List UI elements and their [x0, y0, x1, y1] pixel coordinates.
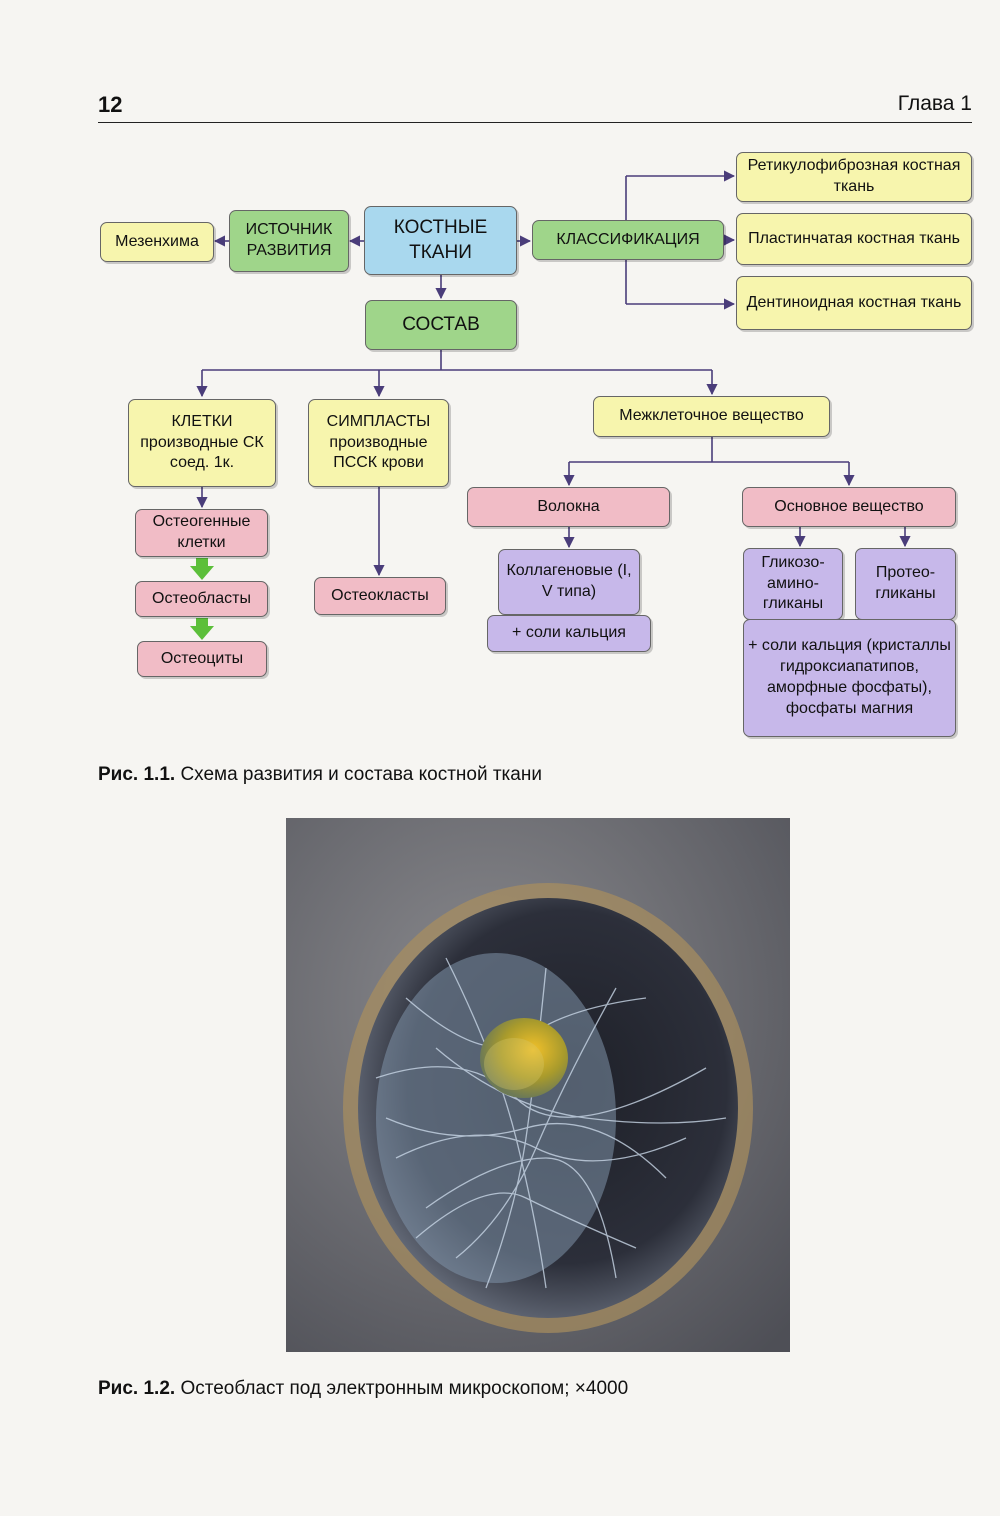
- osteocytes-box: Остеоциты: [137, 641, 267, 677]
- classification-item-1: Ретикулофиброзная костная ткань: [736, 152, 972, 202]
- fiber-salts-box: + соли кальция: [487, 615, 651, 652]
- cells-subtitle: производные СК соед. 1к.: [140, 433, 264, 472]
- header-rule: [98, 122, 972, 123]
- diagram-connectors: [190, 170, 911, 640]
- bone-tissue-diagram: Мезенхима ИСТОЧНИК РАЗВИТИЯ КОСТНЫЕ ТКАН…: [100, 152, 972, 737]
- micrograph-image: [286, 818, 790, 1352]
- composition-box: СОСТАВ: [365, 300, 517, 350]
- symplasts-title: СИМПЛАСТЫ: [326, 412, 431, 430]
- figure-1-label: Рис. 1.1.: [98, 764, 176, 785]
- ground-salts-box: + соли кальция (кристаллы гидроксиапатип…: [743, 619, 956, 737]
- classification-item-3: Дентиноидная костная ткань: [736, 276, 972, 330]
- fibers-box: Волокна: [467, 487, 670, 527]
- osteoblast-micrograph: [286, 818, 790, 1352]
- collagen-box: Коллагеновые (I, V типа): [498, 549, 640, 615]
- figure-2-text: Остеобласт под электронным микроскопом; …: [180, 1378, 629, 1399]
- cells-title: КЛЕТКИ: [171, 412, 233, 430]
- figure-1-text: Схема развития и состава костной ткани: [180, 764, 542, 785]
- chapter-title: Глава 1: [897, 92, 972, 115]
- figure-1-caption: Рис. 1.1. Схема развития и состава костн…: [98, 764, 542, 786]
- page-number: 12: [98, 92, 123, 117]
- symplasts-box: СИМПЛАСТЫ производные ПССК крови: [308, 399, 449, 487]
- proteoglycans-box: Протео-гликаны: [855, 548, 956, 620]
- intercellular-box: Межклеточное вещество: [593, 396, 830, 437]
- figure-2-label: Рис. 1.2.: [98, 1378, 176, 1399]
- osteoblasts-box: Остеобласты: [135, 581, 268, 617]
- osteoclasts-box: Остеокласты: [314, 577, 446, 615]
- root-box: КОСТНЫЕ ТКАНИ: [364, 206, 517, 275]
- mesenchyme-box: Мезенхима: [100, 222, 214, 262]
- osteogenic-cells-box: Остеогенные клетки: [135, 509, 268, 557]
- ground-substance-box: Основное вещество: [742, 487, 956, 527]
- classification-box: КЛАССИФИКАЦИЯ: [532, 220, 724, 260]
- gag-box: Гликозо-амино-гликаны: [743, 548, 843, 620]
- source-box: ИСТОЧНИК РАЗВИТИЯ: [229, 210, 349, 272]
- figure-2-caption: Рис. 1.2. Остеобласт под электронным мик…: [98, 1378, 628, 1400]
- symplasts-subtitle: производные ПССК крови: [329, 433, 428, 472]
- classification-item-2: Пластинчатая костная ткань: [736, 213, 972, 265]
- cells-box: КЛЕТКИ производные СК соед. 1к.: [128, 399, 276, 487]
